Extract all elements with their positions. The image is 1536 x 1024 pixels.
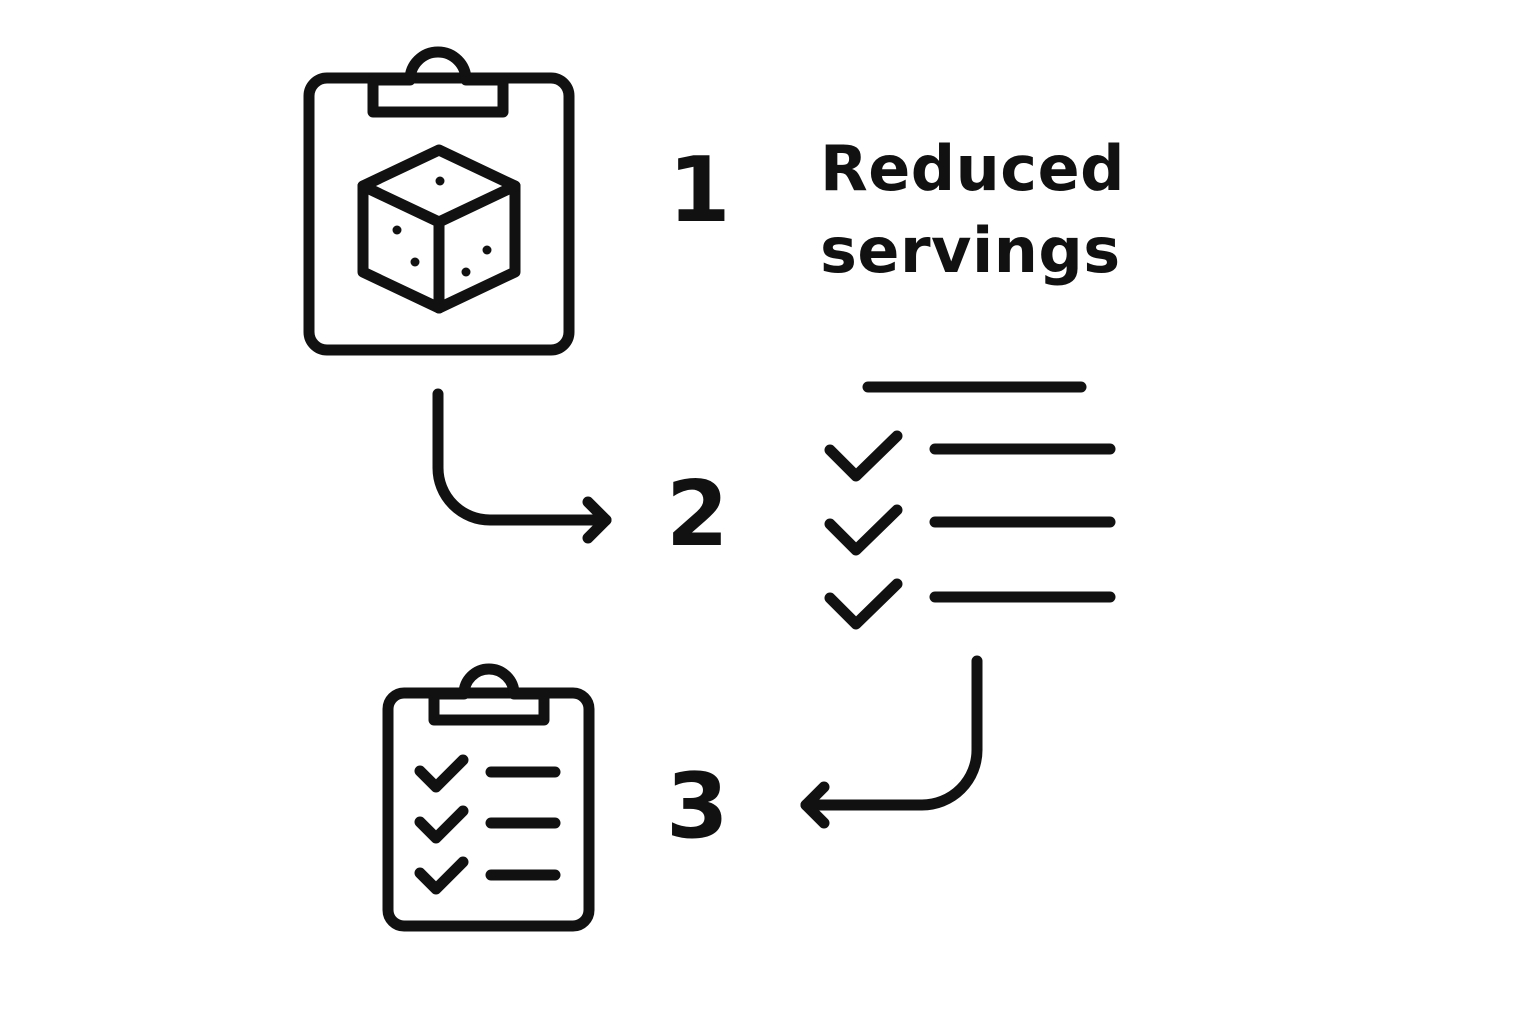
cube-icon bbox=[357, 144, 521, 314]
clipboard-board bbox=[303, 72, 575, 356]
arrow-step1-to-step2 bbox=[432, 388, 612, 544]
step-1-label-line: servings bbox=[820, 214, 1121, 287]
step-1-label-line: Reduced bbox=[820, 132, 1125, 205]
checklist-icon bbox=[824, 381, 1116, 630]
check-icon bbox=[824, 578, 903, 630]
cube-dots bbox=[392, 176, 492, 277]
check-icon bbox=[414, 856, 469, 895]
check-icon bbox=[824, 430, 903, 482]
step-1-label: Reduced servings bbox=[820, 128, 1125, 292]
arrow-step2-to-step3 bbox=[800, 655, 983, 829]
clipboard-board bbox=[382, 687, 595, 932]
check-icon bbox=[414, 805, 469, 844]
clipboard-cube-icon bbox=[303, 46, 575, 356]
step-2-number: 2 bbox=[666, 462, 729, 567]
clipboard-checklist-icon bbox=[382, 663, 595, 932]
check-icon bbox=[414, 754, 469, 793]
clipboard-clip bbox=[428, 663, 550, 726]
clipboard-clip bbox=[367, 46, 509, 118]
step-3-number: 3 bbox=[666, 754, 729, 859]
step-1-number: 1 bbox=[668, 138, 731, 243]
check-icon bbox=[824, 504, 903, 556]
